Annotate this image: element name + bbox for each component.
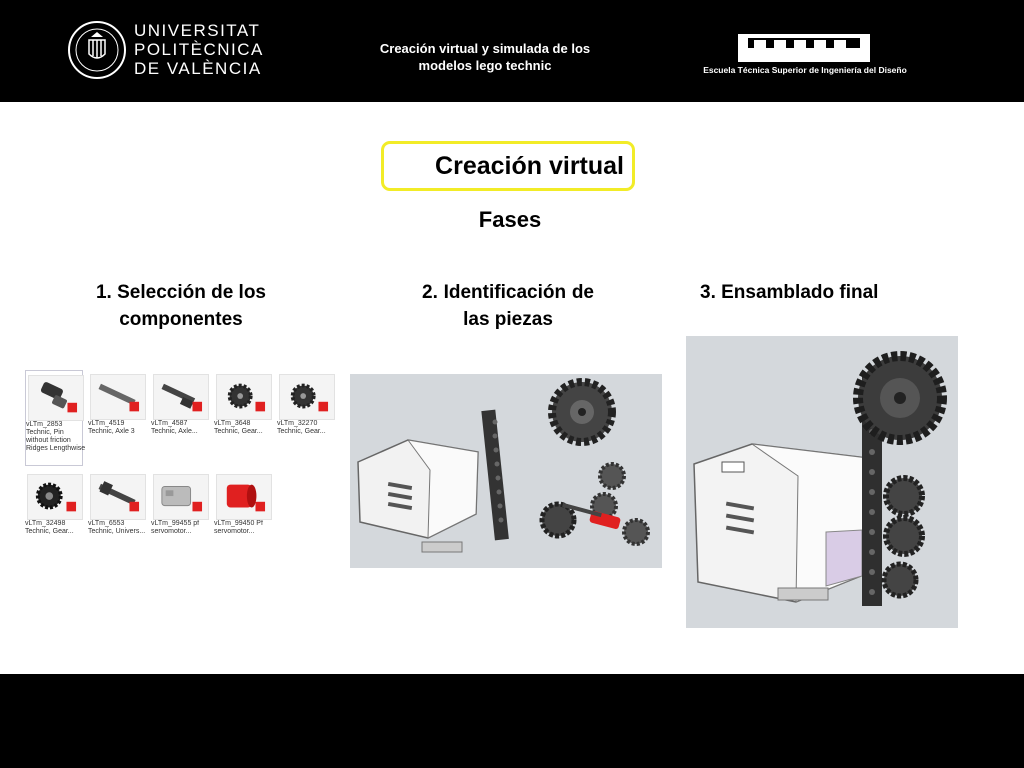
parts-library-grid: vLTm_2853 Technic, Pin without friction … [25,370,335,545]
slide-footer [0,674,1024,768]
final-assembly-image [686,336,958,628]
technic-pin-icon [28,375,84,421]
technic-axle-icon [90,374,146,420]
slide-title: Creación virtual [435,151,624,180]
pieces-identification-image [350,374,662,568]
exploded-parts-illustration [357,378,650,553]
presentation-title: Creación virtual y simulada de los model… [379,41,591,73]
school-logo-icon [738,34,870,62]
slide-title-box: Creación virtual [381,141,635,191]
part-item[interactable]: vLTm_99450 Pf servomotor... [214,470,272,542]
part-item[interactable]: vLTm_32270 Technic, Gear... [277,370,335,442]
gear-icon [216,374,272,420]
part-item[interactable]: vLTm_4519 Technic, Axle 3 [88,370,146,442]
phase-2-heading: 2. Identificación de las piezas [422,282,594,330]
technic-axle-icon [90,474,146,520]
technic-axle-icon [153,374,209,420]
phase-3-heading: 3. Ensamblado final [700,282,879,303]
part-item[interactable]: vLTm_32498 Technic, Gear... [25,470,83,542]
part-item[interactable]: vLTm_6553 Technic, Univers... [88,470,146,542]
university-name: UNIVERSITAT POLITÈCNICA DE VALÈNCIA [134,21,264,78]
part-item[interactable]: vLTm_3648 Technic, Gear... [214,370,272,442]
part-item[interactable]: vLTm_2853 Technic, Pin without friction … [25,370,85,466]
servo-motor-icon [216,474,272,520]
servo-motor-icon [153,474,209,520]
gear-icon [27,474,83,520]
part-item[interactable]: vLTm_4587 Technic, Axle... [151,370,209,442]
upv-seal-icon [68,21,126,79]
gear-icon [279,374,335,420]
slide-header: UNIVERSITAT POLITÈCNICA DE VALÈNCIA Crea… [0,0,1024,102]
phase-1-heading: 1. Selección de los componentes [95,282,267,330]
assembled-model-illustration [693,351,947,606]
slide-subtitle: Fases [478,207,542,232]
school-name: Escuela Técnica Superior de Ingeniería d… [703,65,907,75]
part-item[interactable]: vLTm_99455 pf servomotor... [151,470,209,542]
